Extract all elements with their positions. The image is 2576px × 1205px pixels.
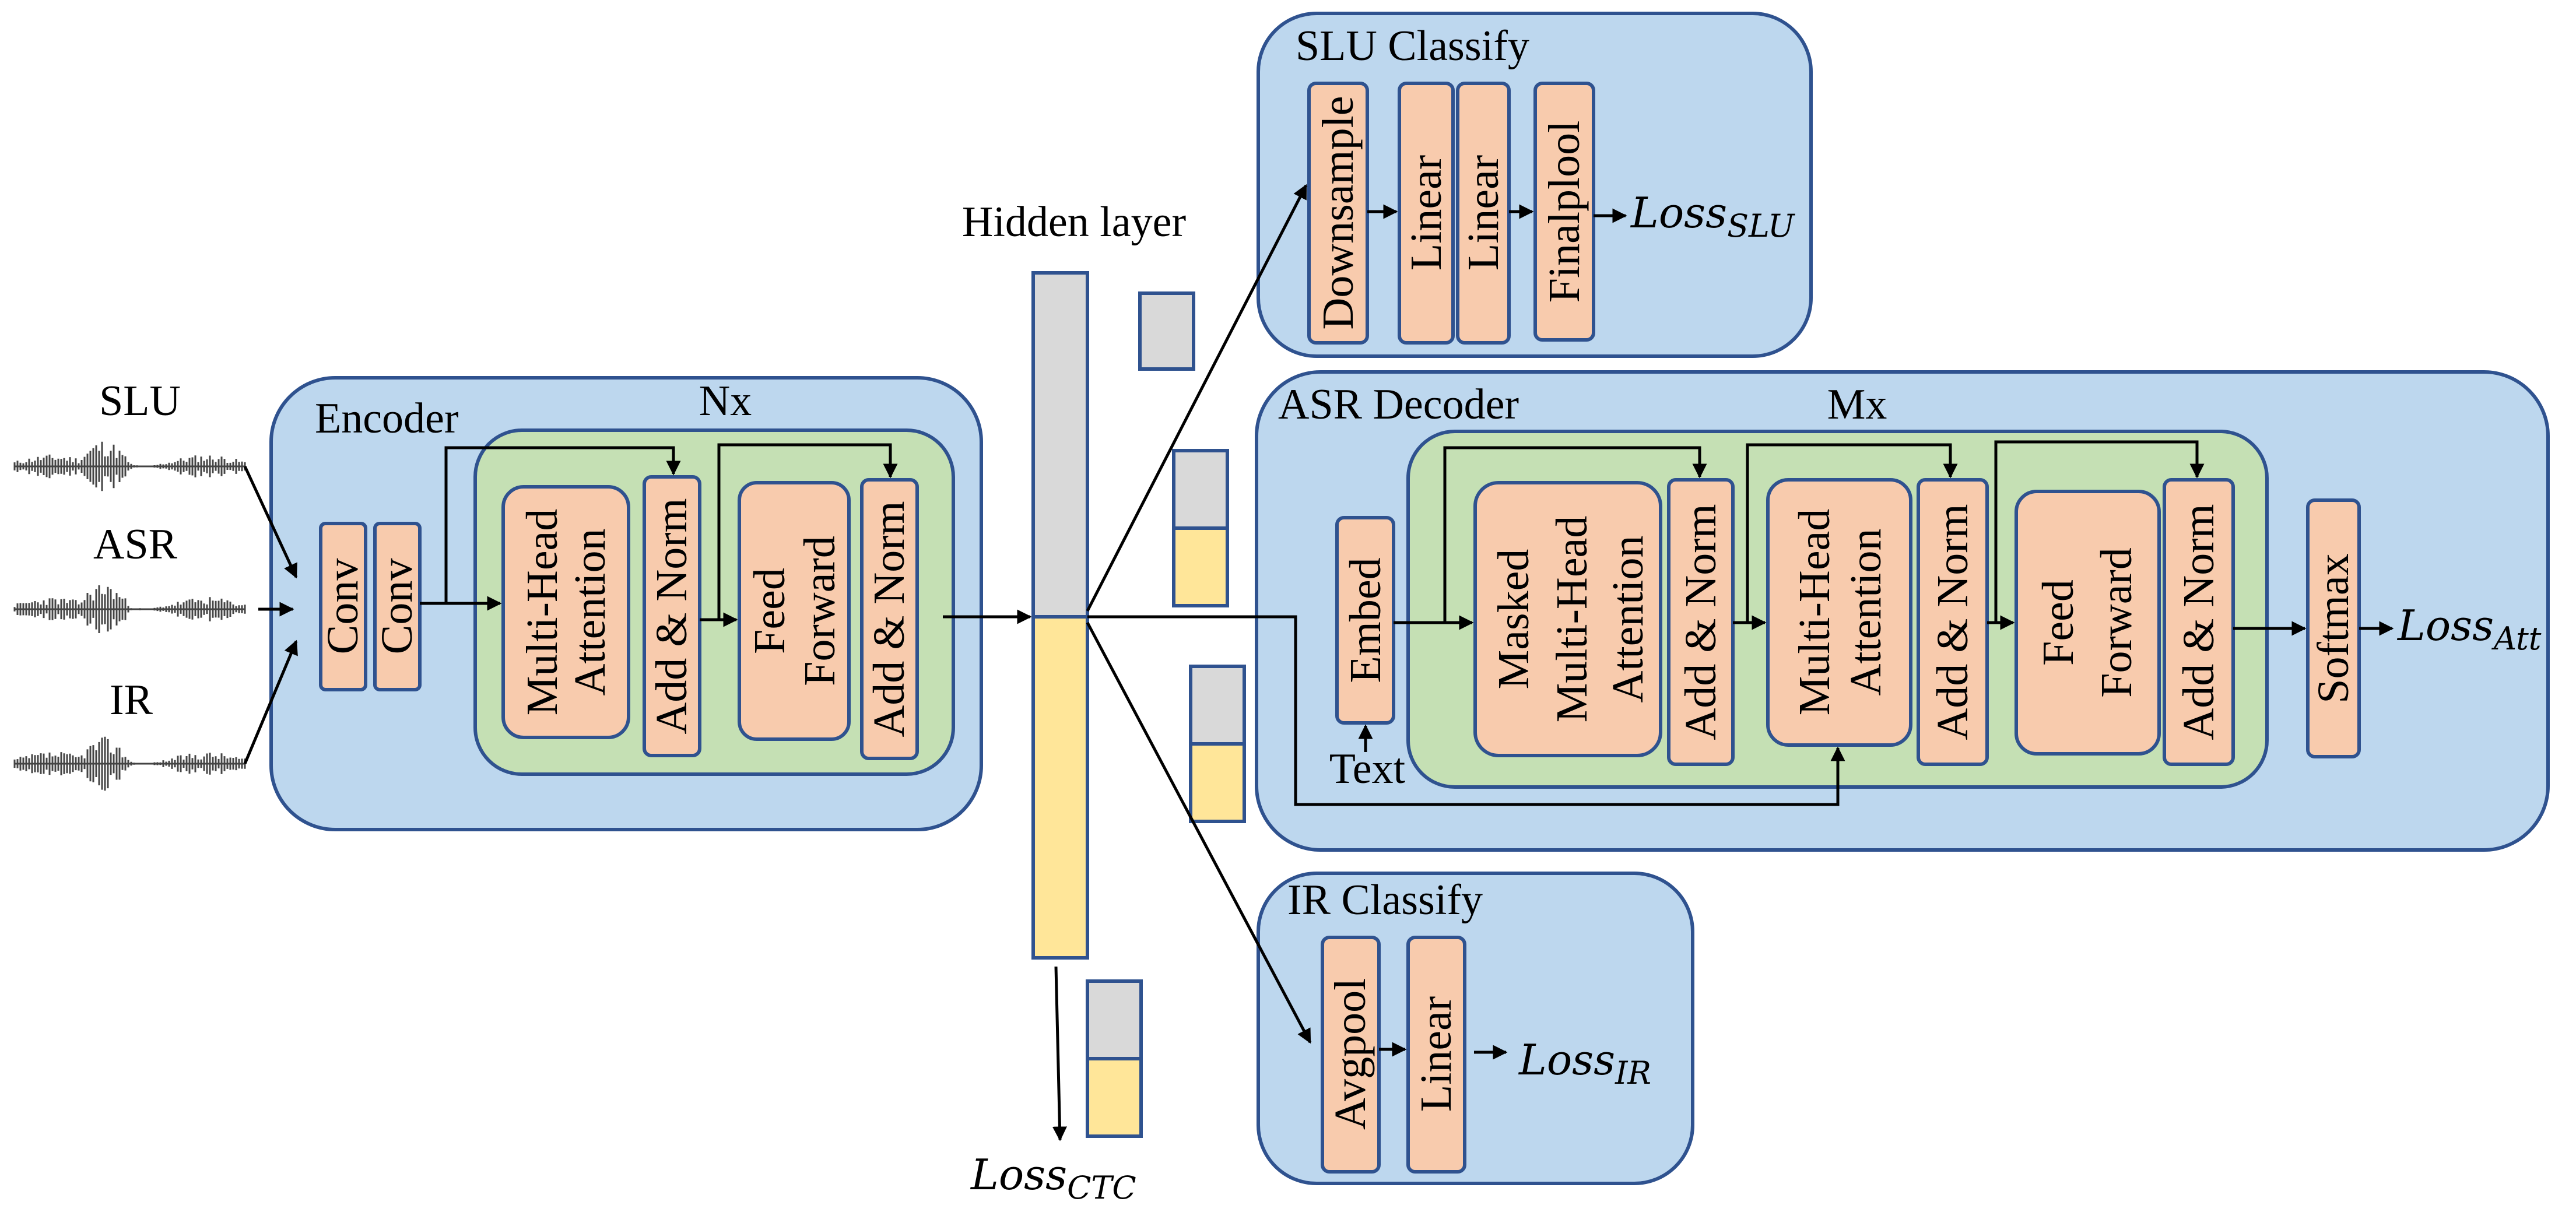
encoder-mha-line2: Attention [566, 528, 615, 695]
encoder-repeat-label: Nx [699, 377, 752, 425]
asr-multihead-attention [1766, 478, 1912, 747]
input-section: SLU ASR IR [13, 377, 246, 791]
asr-masked-multihead-attention [1473, 481, 1662, 757]
asr-addnorm-2-label: Add & Norm [1928, 504, 1977, 740]
asr-add-norm-3 [2163, 478, 2235, 766]
ir-avgpool-label: Avgpool [1326, 978, 1375, 1130]
loss-att: LossAtt [2396, 601, 2542, 657]
waveform-ir [13, 736, 246, 791]
hidden-token-4-top [1086, 979, 1143, 1060]
input-label-asr: ASR [93, 521, 178, 568]
asr-text-input-label: Text [1329, 745, 1406, 793]
hidden-layer: Hidden layer [962, 198, 1246, 1138]
loss-slu-sub: SLU [1727, 208, 1795, 244]
encoder-ff-line1: Feed [745, 568, 794, 654]
input-label-slu: SLU [99, 377, 181, 425]
arrow-asr-residual-1 [1443, 446, 1707, 623]
asr-decoder-repeat-label: Mx [1827, 381, 1887, 428]
slu-linear-1 [1398, 82, 1455, 345]
arrow-hidden-to-asr-cross [1087, 615, 1845, 806]
asr-addnorm-3-label: Add & Norm [2174, 504, 2223, 740]
arrow-slu-to-conv [243, 465, 298, 579]
loss-ctc-main: Loss [970, 1150, 1067, 1199]
hidden-token-3-bottom [1189, 742, 1246, 823]
hidden-token-2-top [1172, 449, 1229, 530]
ir-avgpool [1321, 936, 1381, 1174]
asr-mha-line2: Attention [1841, 528, 1890, 695]
encoder-title: Encoder [315, 395, 459, 442]
slu-finalpool-label: Finalplool [1540, 121, 1589, 303]
loss-slu-main: Loss [1630, 188, 1727, 237]
loss-att-main: Loss [2396, 601, 2494, 650]
asr-embed-label: Embed [1341, 557, 1390, 683]
loss-ctc: LossCTC [970, 1150, 1136, 1205]
arrow-asr-residual-3 [1994, 440, 2205, 623]
ir-classify-module: IR Classify Avgpool Linear LossIR [1257, 872, 1694, 1185]
encoder-conv-2 [373, 522, 422, 691]
encoder-module: Encoder Nx Conv Conv Multi-Head Attentio… [269, 376, 983, 831]
waveform-asr [13, 585, 246, 633]
encoder-mha-line1: Multi-Head [518, 509, 567, 716]
hidden-token-1 [1138, 291, 1195, 371]
encoder-add-norm-2 [860, 478, 919, 760]
hidden-token-2-bottom [1172, 526, 1229, 607]
connections [243, 184, 2394, 1141]
encoder-add-norm-1 [643, 475, 701, 757]
loss-ir: LossIR [1518, 1035, 1651, 1091]
encoder-addnorm-2-label: Add & Norm [865, 501, 914, 737]
hidden-token-3-top [1189, 665, 1246, 746]
encoder-conv-1 [319, 522, 367, 691]
slu-linear-2-label: Linear [1459, 155, 1508, 270]
asr-embed [1335, 516, 1395, 725]
slu-downsample-label: Downsample [1314, 96, 1363, 329]
encoder-multihead-attention [501, 485, 630, 739]
asr-masked-line2: Multi-Head [1547, 516, 1596, 723]
asr-decoder-module: ASR Decoder Mx Embed Text Masked Multi-H… [1255, 370, 2550, 852]
arrow-hidden-to-slu [1086, 184, 1308, 612]
input-label-ir: IR [110, 676, 153, 724]
asr-softmax-label: Softmax [2309, 553, 2358, 704]
loss-ir-main: Loss [1518, 1035, 1615, 1084]
loss-slu: LossSLU [1630, 188, 1795, 244]
loss-ctc-sub: CTC [1067, 1169, 1136, 1205]
asr-ff-line2: Forward [2092, 547, 2141, 698]
slu-classify-title: SLU Classify [1296, 22, 1529, 70]
asr-mha-line1: Multi-Head [1790, 509, 1839, 716]
ir-linear [1406, 936, 1466, 1174]
asr-masked-line3: Attention [1603, 535, 1652, 702]
arrow-hidden-to-ir [1086, 621, 1312, 1044]
asr-decoder-title: ASR Decoder [1278, 381, 1519, 428]
encoder-conv-2-label: Conv [373, 558, 422, 655]
hidden-layer-label: Hidden layer [962, 198, 1186, 246]
arrow-asr-residual-2 [1746, 443, 1958, 623]
encoder-feed-forward [738, 481, 851, 741]
asr-addnorm-1-label: Add & Norm [1676, 504, 1725, 740]
asr-ff-line1: Feed [2034, 579, 2083, 666]
asr-masked-line1: Masked [1489, 549, 1538, 690]
hidden-token-4-bottom [1086, 1057, 1143, 1138]
encoder-addnorm-1-label: Add & Norm [647, 498, 696, 734]
ir-linear-label: Linear [1412, 996, 1461, 1112]
arrow-encoder-residual-1 [444, 446, 681, 603]
slu-finalpool [1533, 82, 1595, 342]
slu-classify-module: SLU Classify Downsample Linear Linear Fi… [1257, 12, 1813, 358]
loss-ir-sub: IR [1615, 1055, 1651, 1091]
arrow-encoder-residual-2 [717, 443, 898, 620]
arrow-hidden-to-ctc [1052, 966, 1067, 1141]
hidden-layer-bar-top [1031, 271, 1089, 619]
arrow-ir-to-conv [243, 640, 298, 764]
encoder-conv-1-label: Conv [318, 558, 367, 655]
ir-classify-title: IR Classify [1287, 876, 1483, 924]
loss-att-sub: Att [2491, 620, 2542, 657]
encoder-ff-line2: Forward [795, 536, 844, 686]
asr-feed-forward [2015, 490, 2161, 756]
slu-linear-1-label: Linear [1402, 155, 1451, 270]
waveform-slu [13, 441, 246, 491]
hidden-layer-bar-bottom [1031, 615, 1089, 960]
